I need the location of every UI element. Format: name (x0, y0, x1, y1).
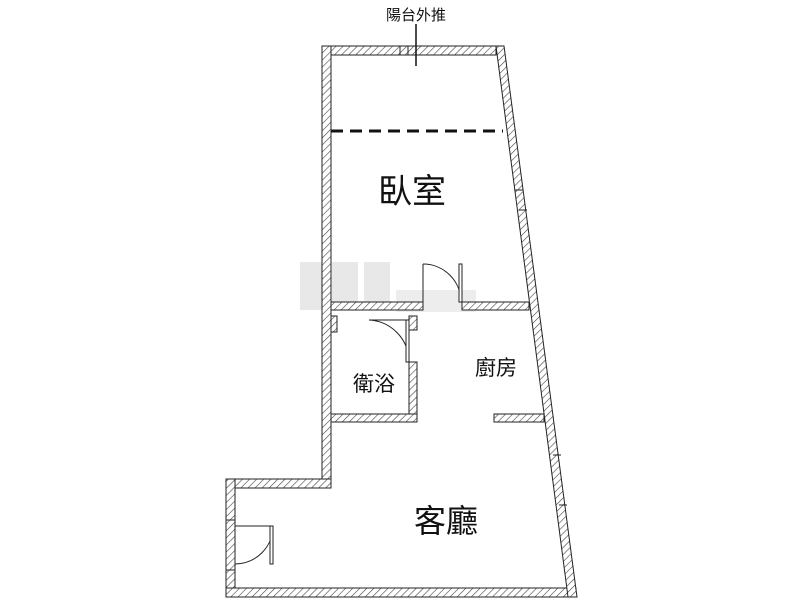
room-label-bedroom: 臥室 (378, 172, 446, 212)
room-label-living-room: 客廳 (414, 502, 478, 540)
room-label-bathroom: 衛浴 (353, 372, 395, 396)
exterior-walls (225, 45, 578, 598)
balcony-extension-label: 陽台外推 (386, 6, 446, 24)
room-label-kitchen: 廚房 (475, 356, 517, 380)
bedroom-door[interactable] (422, 263, 463, 303)
window-marks (226, 46, 567, 571)
entrance-door[interactable] (234, 525, 274, 565)
bathroom-door[interactable] (368, 319, 410, 363)
interior-walls (330, 301, 545, 423)
